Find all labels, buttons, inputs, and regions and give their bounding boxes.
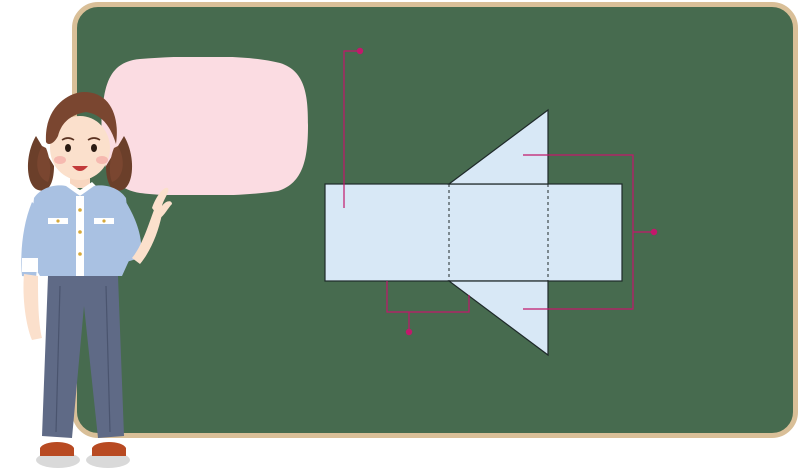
leader-line-2 [386,281,470,313]
net-rectangle [324,183,623,282]
leader-line-1 [343,50,359,208]
teacher-pointing-icon [21,92,172,468]
speech-bubble [101,57,308,195]
net-bottom-triangle [447,280,549,357]
leader-dot-3 [650,228,658,236]
leader-dot-1 [356,47,364,55]
leader-dot-2 [405,328,413,336]
net-top-triangle [447,108,549,185]
